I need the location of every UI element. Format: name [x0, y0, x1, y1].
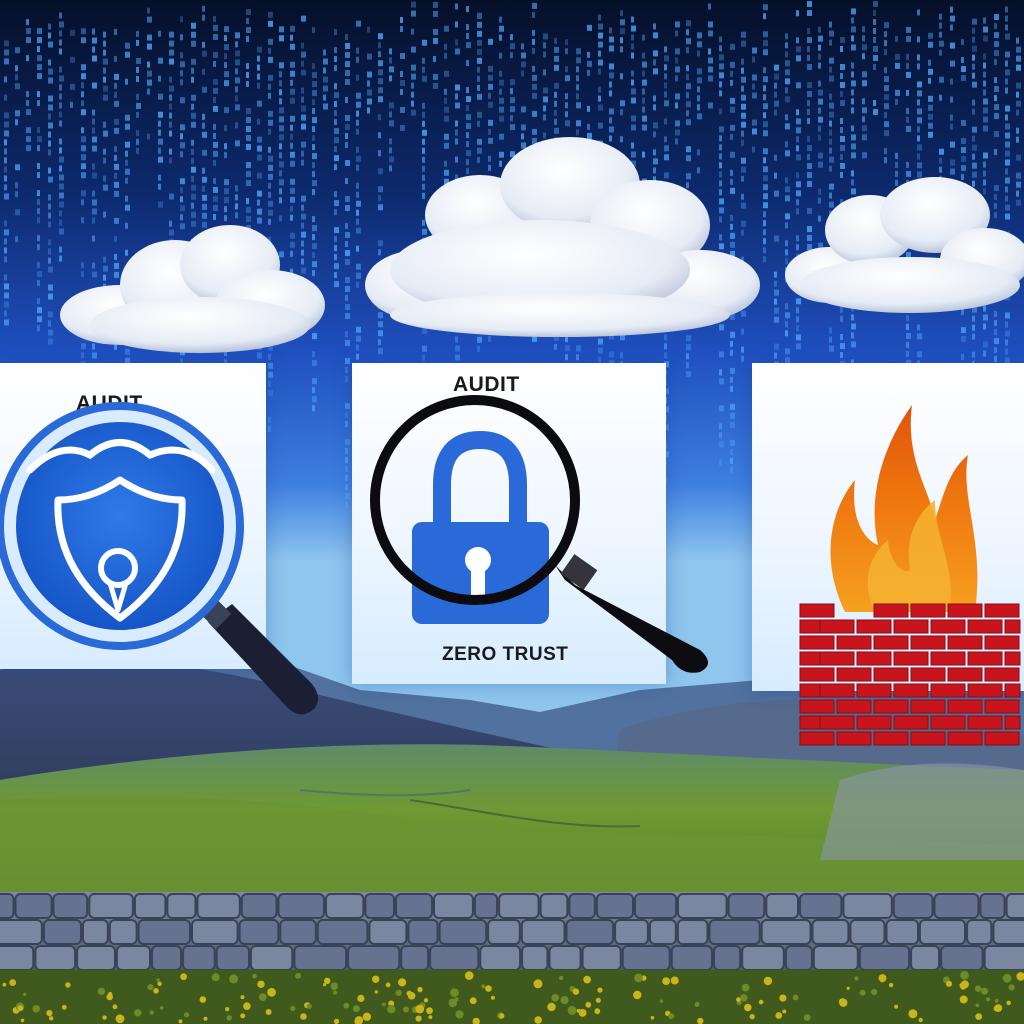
- stone-wall: [0, 893, 1024, 971]
- audit-label-left: AUDIT: [76, 392, 143, 415]
- cloud-left: [60, 225, 325, 353]
- audit-label-center: AUDIT: [453, 373, 520, 396]
- cloud-center: [365, 137, 760, 337]
- cloud-right: [785, 177, 1024, 313]
- firewall-panel-right: [752, 363, 1024, 691]
- zero-trust-label: ZERO TRUST: [442, 644, 569, 665]
- audit-panel-center: [352, 363, 666, 684]
- foreground-flowers: [2, 970, 1024, 1024]
